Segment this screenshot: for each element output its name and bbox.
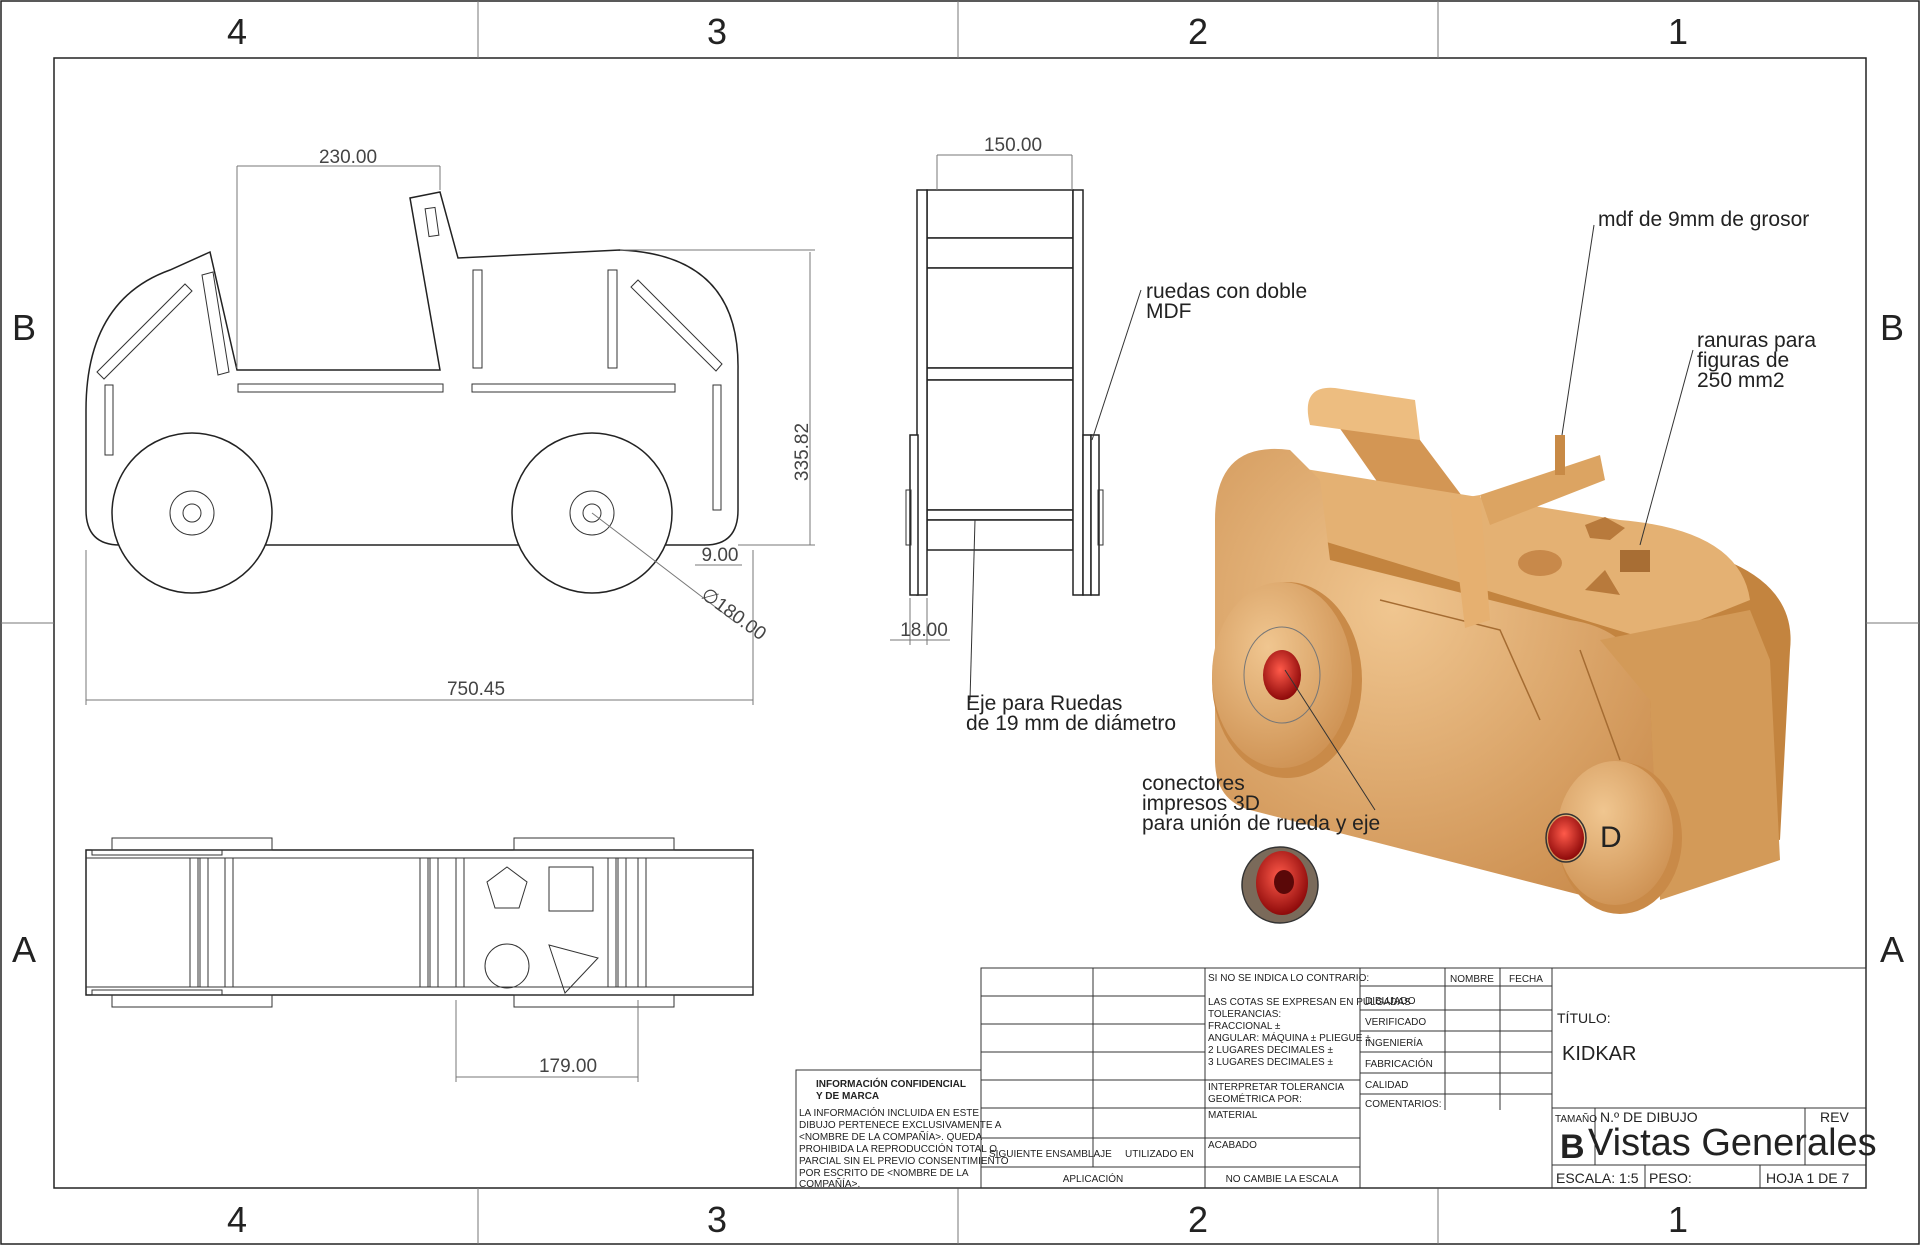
top-view: 179.00 <box>85 837 754 1082</box>
tb-interpretar-1: INTERPRETAR TOLERANCIA <box>1208 1082 1344 1093</box>
dim-diameter-180: ∅180.00 <box>697 584 770 645</box>
title-block: SI NO SE INDICA LO CONTRARIO: LAS COTAS … <box>980 967 1877 1189</box>
tb-titulo-label: TÍTULO: <box>1557 1010 1611 1026</box>
zone-col-2-bottom: 2 <box>1188 1199 1208 1240</box>
tb-ndibujo-label: N.º DE DIBUJO <box>1600 1109 1698 1125</box>
tb-rev-label: REV <box>1820 1109 1849 1125</box>
tb-drawing-name: Vistas Generales <box>1588 1122 1877 1164</box>
note-eje-2: de 19 mm de diámetro <box>966 712 1176 735</box>
tb-role-calidad: CALIDAD <box>1365 1080 1408 1091</box>
zone-col-4-top: 4 <box>227 11 247 52</box>
conf-body-6: POR ESCRITO DE <NOMBRE DE LA <box>799 1168 969 1179</box>
conf-body-4: PROHIBIDA LA REPRODUCCIÓN TOTAL O <box>799 1142 997 1155</box>
tb-no-cambie: NO CAMBIE LA ESCALA <box>1226 1174 1339 1185</box>
note-conectores-1: conectores <box>1142 772 1245 795</box>
tb-cotas-1: LAS COTAS SE EXPRESAN EN PULGADAS <box>1208 997 1411 1008</box>
note-conectores-2: impresos 3D <box>1142 792 1260 815</box>
tb-role-ingenieria: INGENIERÍA <box>1365 1036 1423 1049</box>
tb-si-no: SI NO SE INDICA LO CONTRARIO: <box>1208 973 1369 984</box>
zone-row-b-right: B <box>1880 307 1904 348</box>
conf-title-1: INFORMACIÓN CONFIDENCIAL <box>816 1077 966 1090</box>
zone-col-4-bottom: 4 <box>227 1199 247 1240</box>
tb-tamano-label: TAMAÑO <box>1555 1112 1597 1125</box>
dim-179: 179.00 <box>539 1056 597 1077</box>
tb-siguiente: SIGUIENTE ENSAMBLAJE <box>989 1149 1112 1160</box>
note-ruedas-2: MDF <box>1146 300 1192 323</box>
conf-body-1: LA INFORMACIÓN INCLUIDA EN ESTE <box>799 1106 979 1119</box>
confidential-box: INFORMACIÓN CONFIDENCIAL Y DE MARCA LA I… <box>795 1069 1009 1190</box>
tb-fecha: FECHA <box>1509 974 1543 985</box>
note-ruedas-1: ruedas con doble <box>1146 280 1307 303</box>
conf-body-3: <NOMBRE DE LA COMPAÑÍA>. QUEDA <box>799 1130 983 1143</box>
note-ranuras-1: ranuras para <box>1697 329 1816 352</box>
tb-utilizado: UTILIZADO EN <box>1125 1149 1194 1160</box>
dim-230: 230.00 <box>319 147 377 168</box>
tb-cotas-5: 2 LUGARES DECIMALES ± <box>1208 1045 1333 1056</box>
zone-col-3-top: 3 <box>707 11 727 52</box>
conf-body-2: DIBUJO PERTENECE EXCLUSIVAMENTE A <box>799 1120 1002 1131</box>
zone-col-1-top: 1 <box>1668 11 1688 52</box>
tb-comentarios: COMENTARIOS: <box>1365 1099 1441 1110</box>
rear-wheel <box>111 432 273 594</box>
conf-body-7: COMPAÑÍA>. <box>799 1177 860 1190</box>
side-view: 230.00 335.82 9.00 ∅180.00 750.45 <box>85 147 815 705</box>
tb-escala: ESCALA: 1:5 <box>1556 1170 1639 1186</box>
dim-150: 150.00 <box>984 135 1042 156</box>
leaders <box>969 224 1694 811</box>
tb-size: B <box>1560 1128 1585 1166</box>
zone-row-a-right: A <box>1880 929 1904 970</box>
tb-cotas-2: TOLERANCIAS: <box>1208 1009 1281 1020</box>
detail-label-d: D <box>1600 821 1622 854</box>
tb-cotas-6: 3 LUGARES DECIMALES ± <box>1208 1057 1333 1068</box>
conf-body-5: PARCIAL SIN EL PREVIO CONSENTIMIENTO <box>799 1156 1009 1167</box>
tb-titulo: KIDKAR <box>1562 1043 1636 1065</box>
tb-material: MATERIAL <box>1208 1110 1258 1121</box>
tb-peso: PESO: <box>1649 1170 1692 1186</box>
note-conectores-3: para unión de rueda y eje <box>1142 812 1380 835</box>
note-mdf: mdf de 9mm de grosor <box>1598 208 1809 231</box>
zone-col-1-bottom: 1 <box>1668 1199 1688 1240</box>
dim-9: 9.00 <box>702 545 739 566</box>
zone-row-a-left: A <box>12 929 36 970</box>
zone-row-b-left: B <box>12 307 36 348</box>
tb-nombre: NOMBRE <box>1450 974 1494 985</box>
tb-role-fabricacion: FABRICACIÓN <box>1365 1057 1433 1070</box>
front-view: 150.00 18.00 <box>890 135 1104 645</box>
zone-col-2-top: 2 <box>1188 11 1208 52</box>
dim-18: 18.00 <box>900 620 948 641</box>
tb-role-verificado: VERIFICADO <box>1365 1017 1426 1028</box>
note-eje-1: Eje para Ruedas <box>966 692 1122 715</box>
zone-labels: 4 3 2 1 4 3 2 1 B B A A <box>12 11 1904 1240</box>
tb-acabado: ACABADO <box>1208 1140 1257 1151</box>
tb-cotas-4: ANGULAR: MÁQUINA ± PLIEGUE ± <box>1208 1031 1371 1044</box>
connector-detail <box>1241 846 1319 924</box>
conf-title-2: Y DE MARCA <box>816 1091 879 1102</box>
zone-col-3-bottom: 3 <box>707 1199 727 1240</box>
rear-wheel-3d <box>1212 582 1362 778</box>
note-ranuras-2: figuras de <box>1697 349 1789 372</box>
tb-interpretar-2: GEOMÉTRICA POR: <box>1208 1092 1302 1105</box>
tb-hoja: HOJA 1 DE 7 <box>1766 1170 1849 1186</box>
tb-cotas-3: FRACCIONAL ± <box>1208 1021 1281 1032</box>
note-ranuras-3: 250 mm2 <box>1697 369 1785 392</box>
isometric-view <box>1212 387 1791 924</box>
tb-aplicacion: APLICACIÓN <box>1063 1172 1124 1185</box>
front-wheel-3d <box>1545 761 1682 914</box>
dim-750: 750.45 <box>447 679 505 700</box>
dim-335: 335.82 <box>792 423 813 481</box>
annotations: ruedas con doble MDF mdf de 9mm de groso… <box>966 208 1816 854</box>
tb-role-dibujado: DIBUJADO <box>1365 996 1416 1007</box>
